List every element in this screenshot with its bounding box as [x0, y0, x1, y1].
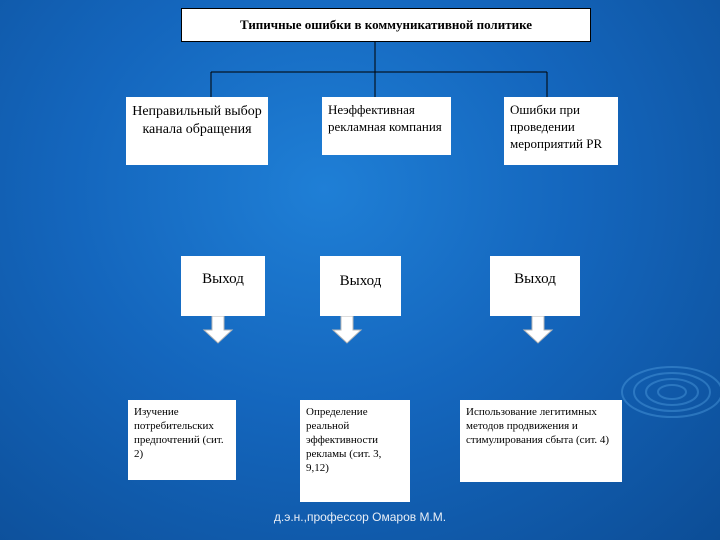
category-label: Неправильный выбор канала обращения [132, 104, 262, 137]
down-arrow-1 [202, 315, 234, 344]
result-box-1: Изучение потребительских предпочтений (с… [128, 400, 236, 480]
result-label: Определение реальной эффективности рекла… [306, 406, 382, 474]
category-box-channel: Неправильный выбор канала обращения [126, 97, 268, 165]
exit-label: Выход [339, 273, 382, 289]
author-footer: д.э.н.,профессор Омаров М.М. [273, 510, 447, 524]
exit-box-2: Выход [320, 256, 401, 316]
category-box-pr: Ошибки при проведении мероприятий PR [504, 97, 618, 165]
exit-box-3: Выход [490, 256, 580, 316]
result-box-2: Определение реальной эффективности рекла… [300, 400, 410, 502]
exit-label: Выход [514, 271, 556, 287]
category-label: Неэффективная рекламная компания [328, 102, 442, 134]
diagram-title: Типичные ошибки в коммуникативной полити… [181, 8, 591, 42]
down-arrow-2 [331, 315, 363, 344]
result-label: Использование легитимных методов продвиж… [466, 406, 610, 446]
result-box-3: Использование легитимных методов продвиж… [460, 400, 622, 482]
result-label: Изучение потребительских предпочтений (с… [134, 406, 224, 460]
category-label: Ошибки при проведении мероприятий PR [510, 102, 603, 151]
exit-box-1: Выход [181, 256, 265, 316]
category-box-advertising: Неэффективная рекламная компания [322, 97, 451, 155]
down-arrow-3 [522, 315, 554, 344]
exit-label: Выход [202, 271, 244, 287]
